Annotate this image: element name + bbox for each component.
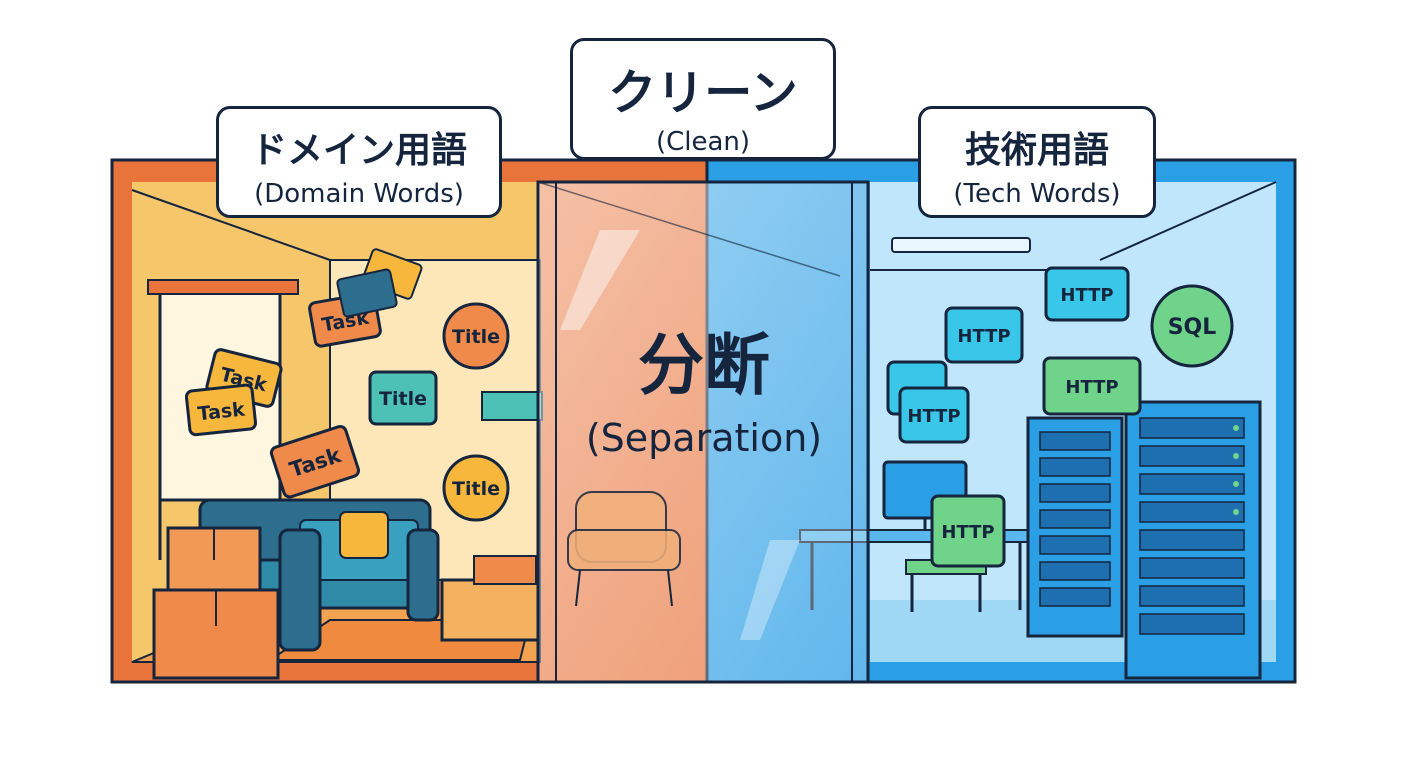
domain-words-title: ドメイン用語 bbox=[250, 130, 467, 171]
svg-text:Title: Title bbox=[452, 326, 500, 348]
tech-words-label: 技術用語 (Tech Words) bbox=[918, 106, 1156, 218]
clean-title: クリーン bbox=[608, 65, 798, 121]
svg-text:Title: Title bbox=[452, 478, 500, 500]
clean-label: クリーン (Clean) bbox=[570, 38, 836, 160]
domain-words-subtitle: (Domain Words) bbox=[254, 179, 464, 209]
separation-subtitle: (Separation) bbox=[585, 416, 823, 460]
folder-icon bbox=[336, 248, 423, 318]
svg-text:HTTP: HTTP bbox=[1065, 377, 1118, 398]
svg-text:Task: Task bbox=[197, 398, 247, 425]
separation-title: 分断 bbox=[638, 327, 770, 404]
sql-badge: SQL bbox=[1150, 284, 1234, 368]
title-badge: Title bbox=[442, 454, 510, 522]
server-rack bbox=[1124, 400, 1262, 680]
clean-subtitle: (Clean) bbox=[655, 127, 751, 157]
http-card: HTTP bbox=[1044, 266, 1130, 322]
http-card: HTTP bbox=[944, 306, 1024, 364]
glass-partition bbox=[536, 180, 870, 684]
http-card: HTTP bbox=[1042, 356, 1142, 416]
svg-text:HTTP: HTTP bbox=[907, 406, 960, 427]
svg-text:SQL: SQL bbox=[1168, 315, 1217, 340]
http-card: HTTP bbox=[886, 360, 970, 444]
svg-text:Title: Title bbox=[379, 388, 427, 410]
svg-text:HTTP: HTTP bbox=[1060, 285, 1113, 306]
svg-text:HTTP: HTTP bbox=[957, 326, 1010, 347]
domain-words-label: ドメイン用語 (Domain Words) bbox=[216, 106, 502, 218]
tech-words-title: 技術用語 bbox=[964, 130, 1109, 171]
separation-label: 分断 (Separation) bbox=[560, 326, 848, 460]
task-card: Task bbox=[184, 383, 258, 437]
tech-room: HTTP HTTP HTTP HTTP HTTP SQL bbox=[705, 158, 1297, 684]
server-rack bbox=[1026, 416, 1124, 638]
cardboard-boxes bbox=[152, 526, 280, 680]
tech-words-subtitle: (Tech Words) bbox=[953, 179, 1121, 209]
title-badge: Title bbox=[442, 302, 510, 370]
svg-text:HTTP: HTTP bbox=[941, 522, 994, 543]
title-badge: Title bbox=[368, 370, 438, 426]
task-card: Task bbox=[269, 424, 361, 499]
http-card: HTTP bbox=[930, 494, 1006, 568]
armchair bbox=[567, 491, 681, 607]
